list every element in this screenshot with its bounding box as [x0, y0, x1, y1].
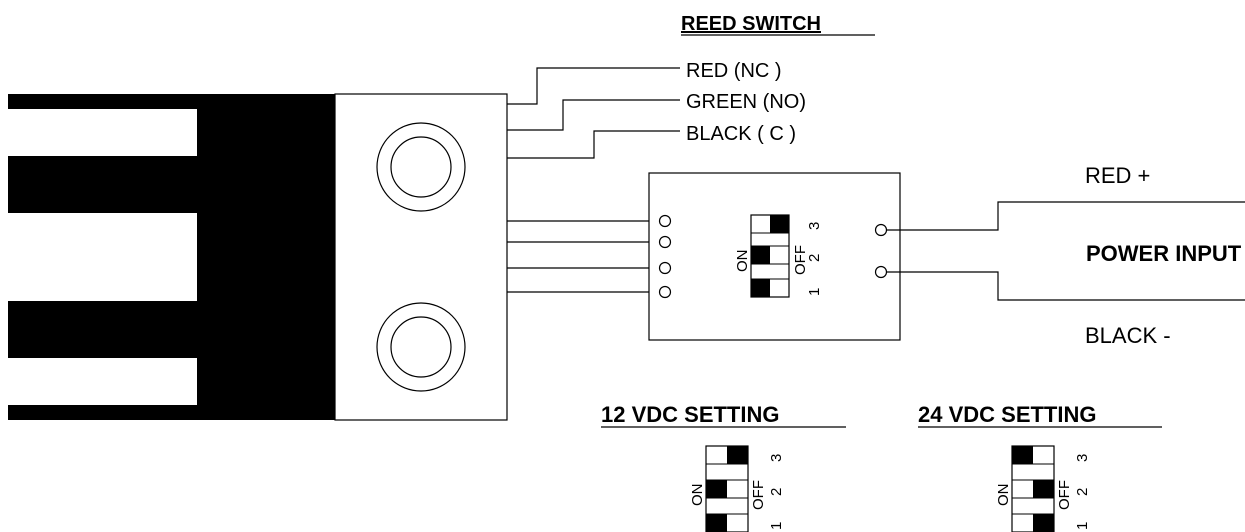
dip-24vdc-toggle-2 [1033, 480, 1054, 498]
wire-power-negative [886, 271, 1245, 301]
dip-24vdc-number-1: 1 [1074, 522, 1091, 530]
circuit-board: ON OFF 3 2 1 [648, 172, 901, 341]
dip-off-label: OFF [792, 245, 809, 275]
dip-12vdc-toggle-3 [727, 446, 748, 464]
dip-12vdc-toggle-2 [706, 480, 727, 498]
bracket-body [197, 94, 335, 420]
power-negative-label: BLACK - [1085, 323, 1171, 348]
terminal-4 [658, 285, 672, 299]
dip-toggle-1 [751, 279, 770, 297]
board-connection-wires [507, 220, 659, 293]
dip-24vdc-on-label: ON [995, 484, 1012, 507]
wire-label-green: GREEN (NO) [686, 91, 806, 113]
dip-24vdc-number-3: 3 [1074, 454, 1091, 462]
power-input-title: POWER INPUT [1086, 241, 1242, 266]
magnet-bracket [8, 94, 335, 420]
dip-toggle-2 [751, 246, 770, 264]
bracket-arm-top [8, 94, 204, 109]
mounting-hole-top [376, 122, 466, 212]
dip-12vdc-off-label: OFF [750, 480, 767, 510]
dip-12vdc-number-1: 1 [768, 522, 785, 530]
dip-switch-24vdc: ON OFF 3 2 1 [995, 445, 1091, 532]
dip-24vdc-number-2: 2 [1074, 488, 1091, 496]
reed-switch-title: REED SWITCH [681, 13, 821, 35]
dip-switch-12vdc: ON OFF 3 2 1 [689, 445, 785, 532]
dip-24vdc-toggle-3 [1012, 446, 1033, 464]
wire-power-positive [886, 201, 1245, 231]
dip-number-1: 1 [806, 288, 823, 296]
dip-toggle-3 [770, 215, 789, 233]
wire-label-red: RED (NC ) [686, 60, 782, 82]
dip-number-2: 2 [806, 254, 823, 262]
reed-switch-housing [334, 93, 508, 421]
mounting-hole-bottom [376, 302, 466, 392]
power-input-wires [886, 201, 1245, 301]
dip-12vdc-number-3: 3 [768, 454, 785, 462]
terminal-1 [658, 214, 672, 228]
wire-red-nc [507, 67, 680, 105]
wire-black-c [507, 130, 680, 159]
setting-24vdc-title: 24 VDC SETTING [918, 402, 1096, 427]
reed-switch-wires [507, 67, 680, 159]
dip-12vdc-on-label: ON [689, 484, 706, 507]
bracket-arm-bottom [8, 405, 204, 420]
terminal-2 [658, 235, 672, 249]
dip-12vdc-number-2: 2 [768, 488, 785, 496]
dip-24vdc-toggle-1 [1033, 514, 1054, 532]
wire-green-no [507, 99, 680, 131]
terminal-3 [658, 261, 672, 275]
bracket-arm-upper [8, 156, 204, 213]
power-positive-label: RED + [1085, 163, 1150, 188]
setting-12vdc-title: 12 VDC SETTING [601, 402, 779, 427]
wire-label-black: BLACK ( C ) [686, 123, 796, 145]
bracket-arm-lower [8, 301, 204, 358]
dip-on-label: ON [734, 250, 751, 273]
dip-24vdc-off-label: OFF [1056, 480, 1073, 510]
dip-number-3: 3 [806, 222, 823, 230]
dip-12vdc-toggle-1 [706, 514, 727, 532]
dip-switch-main: ON OFF 3 2 1 [734, 214, 823, 298]
